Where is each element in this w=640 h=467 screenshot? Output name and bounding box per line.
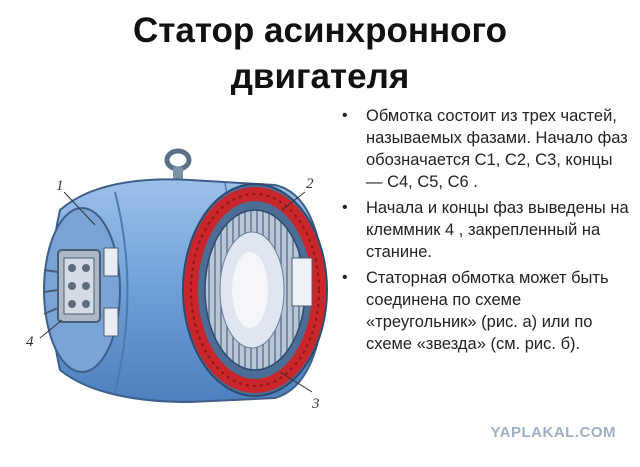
eye-bolt	[164, 148, 192, 181]
callout-label-4: 4	[26, 334, 34, 350]
stator-core	[182, 183, 328, 397]
callout-4: 4	[26, 319, 63, 350]
slide-title: Статор асинхронного двигателя	[0, 8, 640, 100]
title-line-2: двигателя	[230, 57, 410, 96]
watermark: YAPLAKAL.COM	[490, 424, 616, 441]
bullet-item: Начала и концы фаз выведены на клеммник …	[340, 197, 632, 263]
terminal-box	[43, 247, 119, 337]
bullet-item: Обмотка состоит из трех частей, называем…	[340, 105, 632, 193]
callout-label-1: 1	[56, 178, 64, 194]
callout-1: 1	[56, 178, 96, 226]
bullet-list: Обмотка состоит из трех частей, называем…	[340, 105, 632, 359]
title-line-1: Статор асинхронного	[132, 11, 507, 50]
stator-illustration: 1 2 3 4	[20, 140, 340, 430]
stator-drawing: 1 2 3 4	[26, 148, 328, 412]
callout-2: 2	[281, 176, 314, 211]
callout-label-3: 3	[311, 396, 320, 412]
callout-3: 3	[279, 371, 320, 412]
callout-label-2: 2	[306, 176, 314, 192]
bullet-item: Статорная обмотка может быть соединена п…	[340, 267, 632, 355]
